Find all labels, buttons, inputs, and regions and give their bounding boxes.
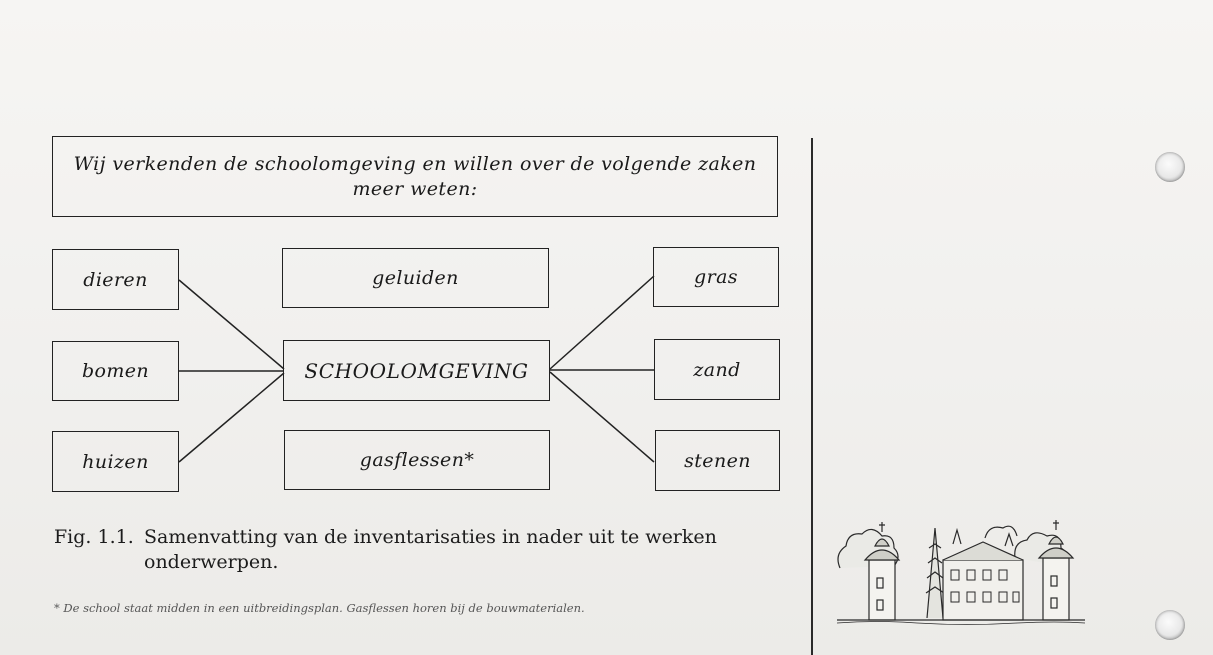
- figure-caption: Fig. 1.1. Samenvatting van de inventarisa…: [54, 525, 754, 575]
- node-schoolomgeving: SCHOOLOMGEVING: [283, 340, 550, 401]
- node-huizen: huizen: [52, 431, 179, 492]
- node-gasflessen: gasflessen*: [284, 430, 550, 490]
- node-dieren-label: dieren: [83, 268, 148, 291]
- caption-line-2: onderwerpen.: [144, 551, 279, 573]
- caption-line-1: Samenvatting van de inventarisaties in n…: [144, 526, 717, 548]
- node-gasflessen-label: gasflessen*: [359, 449, 475, 471]
- node-gras: gras: [653, 247, 779, 307]
- node-zand: zand: [654, 339, 780, 400]
- footnote: * De school staat midden in een uitbreid…: [54, 601, 585, 615]
- node-geluiden-label: geluiden: [372, 267, 459, 289]
- page-divider-line: [811, 138, 813, 655]
- figure-number: Fig. 1.1.: [54, 526, 134, 548]
- castle-illustration-icon: [836, 520, 1086, 625]
- intro-line-2: meer weten:: [352, 177, 478, 200]
- intro-box: Wij verkenden de schoolomgeving en wille…: [52, 136, 778, 217]
- punch-hole-bottom: [1155, 610, 1185, 640]
- intro-line-1: Wij verkenden de schoolomgeving en wille…: [73, 152, 757, 175]
- node-huizen-label: huizen: [82, 450, 149, 473]
- node-stenen-label: stenen: [684, 449, 751, 472]
- node-schoolomgeving-label: SCHOOLOMGEVING: [304, 358, 529, 383]
- node-bomen-label: bomen: [81, 360, 150, 382]
- node-dieren: dieren: [52, 249, 179, 310]
- node-geluiden: geluiden: [282, 248, 549, 308]
- node-gras-label: gras: [694, 266, 738, 288]
- punch-hole-top: [1155, 152, 1185, 182]
- node-zand-label: zand: [693, 358, 741, 381]
- node-stenen: stenen: [655, 430, 780, 491]
- node-bomen: bomen: [52, 341, 179, 401]
